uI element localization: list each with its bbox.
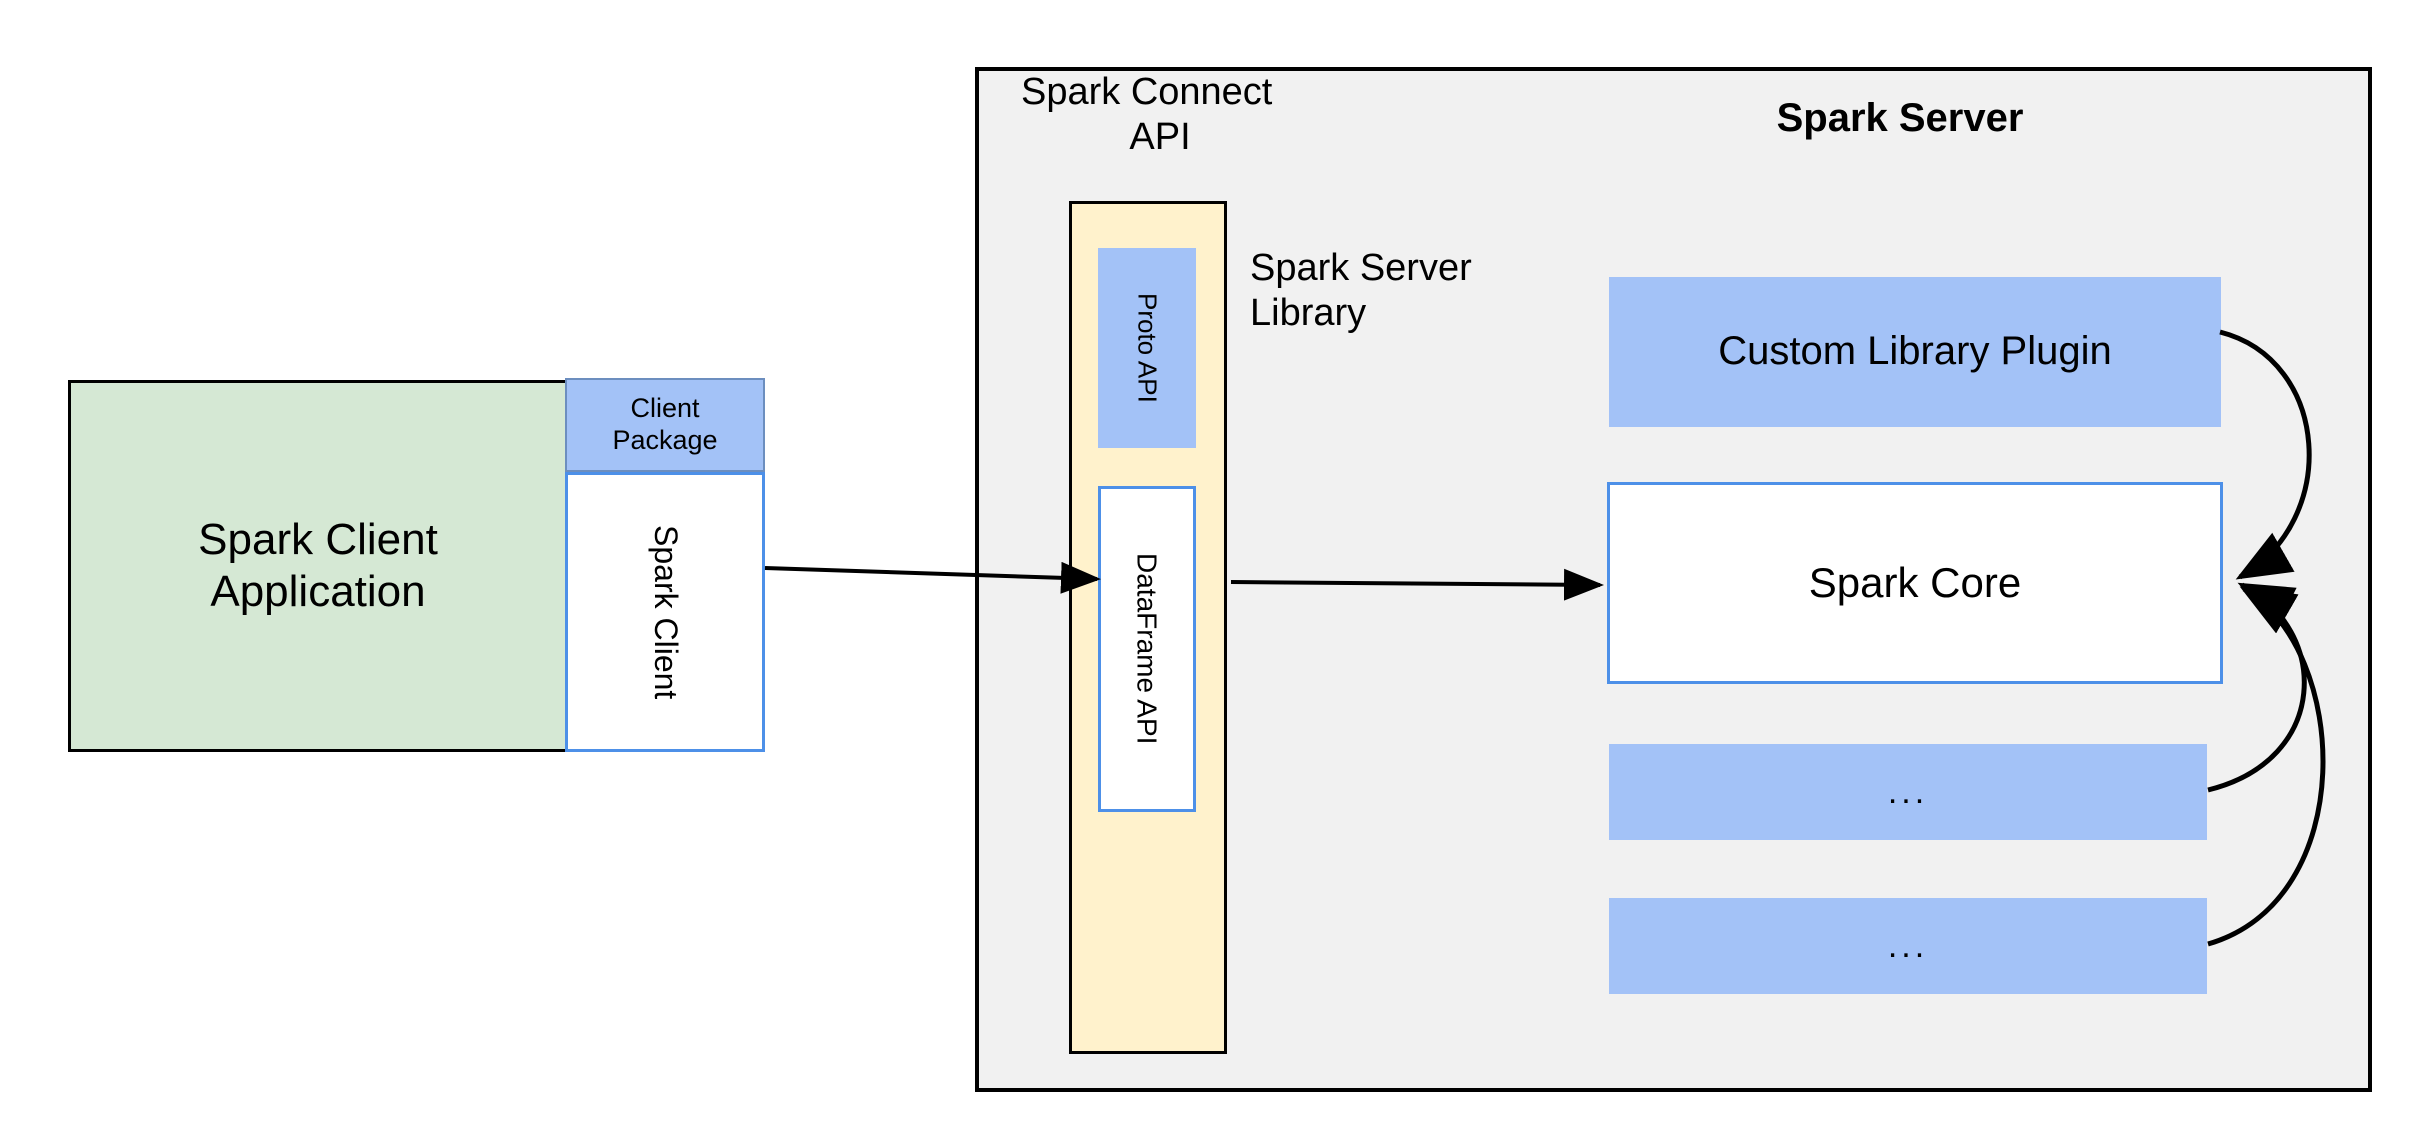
spark-server-library-label-line1: Spark Server bbox=[1250, 247, 1472, 289]
spark-connect-api-label: Spark Connect API bbox=[1015, 70, 1305, 180]
spark-client-application-label-line2: Application bbox=[210, 567, 426, 616]
spark-server-library-label-line2: Library bbox=[1250, 291, 1367, 334]
custom-library-plugin-box[interactable]: Custom Library Plugin bbox=[1609, 277, 2221, 427]
spark-connect-api-label-line1: Spark Connect bbox=[1021, 71, 1273, 113]
spark-client-application-label-line1: Spark Client bbox=[198, 515, 438, 565]
spark-connect-api-label-line2: API bbox=[1129, 115, 1191, 158]
client-package-label: Client Package bbox=[612, 393, 717, 457]
dataframe-api-box[interactable]: DataFrame API bbox=[1098, 486, 1196, 812]
spark-client-application-box[interactable]: Spark Client Application bbox=[68, 380, 568, 752]
spark-server-title: Spark Server bbox=[1776, 96, 2024, 141]
client-package-label-line2: Package bbox=[612, 425, 718, 455]
spark-client-application-label: Spark Client Application bbox=[198, 514, 438, 618]
spark-server-library-label: Spark Server Library bbox=[1250, 246, 1550, 336]
ellipsis-box-1[interactable]: ... bbox=[1609, 744, 2207, 840]
spark-client-label: Spark Client bbox=[647, 524, 684, 700]
client-package-label-line1: Client bbox=[630, 393, 700, 424]
proto-api-label: Proto API bbox=[1132, 293, 1163, 403]
client-package-box[interactable]: Client Package bbox=[565, 378, 765, 472]
ellipsis-box-2[interactable]: ... bbox=[1609, 898, 2207, 994]
spark-client-box[interactable]: Spark Client bbox=[565, 472, 765, 752]
spark-core-box[interactable]: Spark Core bbox=[1607, 482, 2223, 684]
proto-api-box[interactable]: Proto API bbox=[1098, 248, 1196, 448]
dataframe-api-label: DataFrame API bbox=[1131, 553, 1163, 745]
